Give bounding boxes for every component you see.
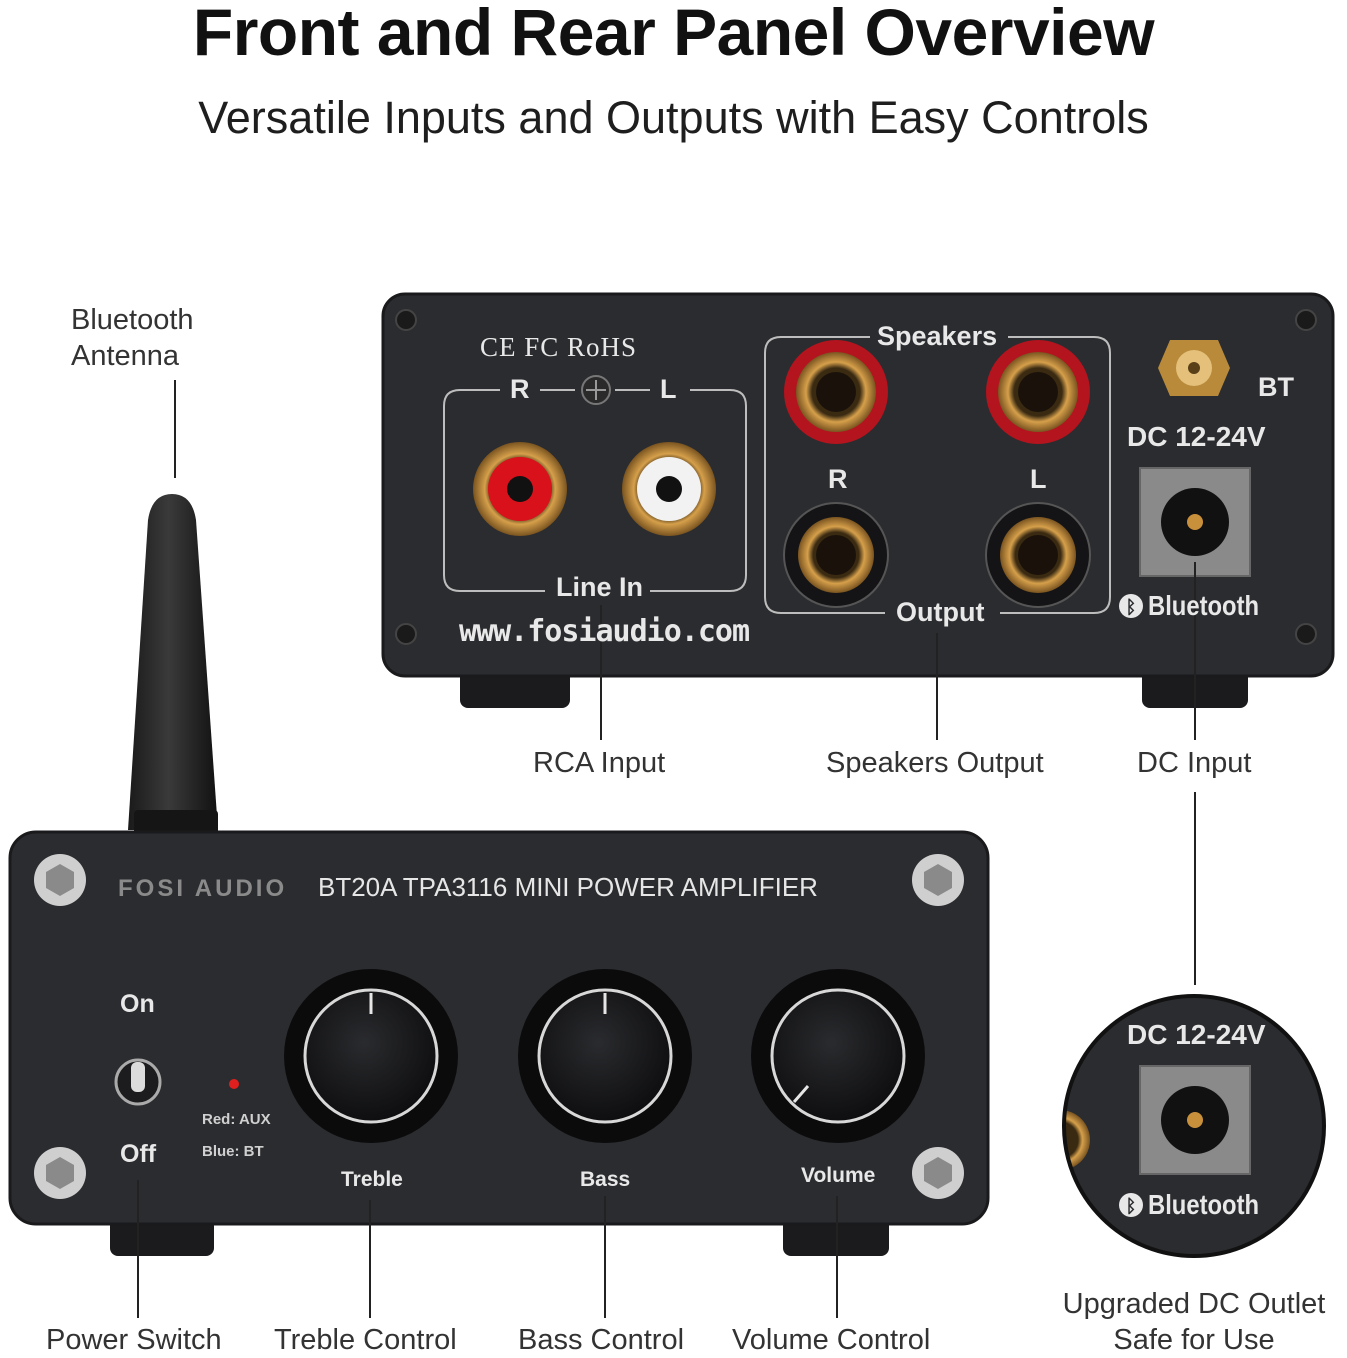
- treble-knob: [284, 969, 458, 1143]
- zoom-dc-voltage-label: DC 12-24V: [1127, 1019, 1266, 1050]
- bass-label: Bass: [580, 1168, 631, 1191]
- dc-voltage-label: DC 12-24V: [1127, 421, 1266, 452]
- led-red-label: Red: AUX: [202, 1111, 271, 1128]
- bluetooth-icon: [1119, 1193, 1143, 1217]
- speakers-frame: [764, 336, 1111, 614]
- callout-treble-control: Treble Control: [274, 1324, 457, 1356]
- on-label: On: [120, 990, 155, 1018]
- speaker-post-black-right: [783, 502, 889, 608]
- line-in-l-label: L: [660, 374, 677, 404]
- line-in-r-label: R: [510, 374, 530, 404]
- bluetooth-label: Bluetooth: [1148, 590, 1260, 621]
- volume-label: Volume: [801, 1164, 876, 1187]
- zoom-bluetooth-label: Bluetooth: [1148, 1189, 1260, 1220]
- speakers-label: Speakers: [877, 321, 998, 351]
- speaker-post-black-left: [985, 502, 1091, 608]
- svg-text:ᛒ: ᛒ: [1126, 597, 1137, 618]
- speaker-r-label: R: [828, 464, 848, 494]
- front-screw: [912, 1147, 964, 1199]
- bass-knob: [518, 969, 692, 1143]
- rear-screw: [1295, 623, 1317, 645]
- front-screw: [34, 854, 86, 906]
- callout-upgraded-line1: Upgraded DC Outlet: [1062, 1288, 1326, 1320]
- status-led: [229, 1079, 239, 1089]
- bt-antenna-connector: [1158, 340, 1230, 396]
- website-label: www.fosiaudio.com: [459, 614, 750, 649]
- speaker-post-red-right: [784, 340, 888, 444]
- callout-upgraded-dc: Upgraded DC Outlet Safe for Use: [1044, 1286, 1344, 1358]
- output-label: Output: [896, 597, 985, 627]
- callout-rca-input: RCA Input: [533, 747, 666, 779]
- model-label: BT20A TPA3116 MINI POWER AMPLIFIER: [318, 872, 818, 902]
- led-blue-label: Blue: BT: [202, 1143, 264, 1160]
- callout-bass-control: Bass Control: [518, 1324, 685, 1356]
- callout-power-switch: Power Switch: [46, 1324, 222, 1356]
- front-screw: [34, 1147, 86, 1199]
- line-in-label: Line In: [556, 572, 643, 602]
- treble-label: Treble: [341, 1168, 403, 1191]
- line-in-frame: [443, 389, 747, 592]
- callout-bt-line1: Bluetooth: [71, 304, 194, 336]
- volume-knob: [751, 969, 925, 1143]
- speaker-l-label: L: [1030, 464, 1047, 494]
- callout-volume-control: Volume Control: [732, 1324, 931, 1356]
- rear-screw: [395, 623, 417, 645]
- callout-speakers-output: Speakers Output: [826, 747, 1044, 779]
- page-subtitle: Versatile Inputs and Outputs with Easy C…: [198, 92, 1149, 143]
- rear-panel: ᛒ: [381, 292, 1335, 708]
- dc-jack: [1139, 467, 1251, 577]
- front-panel: [8, 830, 990, 1256]
- page-title: Front and Rear Panel Overview: [192, 0, 1155, 69]
- callout-dc-input: DC Input: [1137, 747, 1252, 779]
- callout-bluetooth-antenna: Bluetooth Antenna: [71, 302, 194, 374]
- callout-upgraded-line2: Safe for Use: [1113, 1324, 1275, 1356]
- rear-screw: [1295, 309, 1317, 331]
- front-screw: [912, 854, 964, 906]
- speaker-post-red-left: [986, 340, 1090, 444]
- off-label: Off: [120, 1140, 157, 1168]
- cert-marks: CE FC RoHS: [480, 332, 638, 362]
- svg-text:ᛒ: ᛒ: [1126, 1196, 1137, 1217]
- bt-label: BT: [1258, 372, 1294, 402]
- callout-bt-line2: Antenna: [71, 340, 180, 372]
- power-toggle-switch: [114, 1058, 162, 1106]
- bluetooth-antenna: [128, 494, 218, 836]
- brand-logo: FOSI AUDIO: [118, 875, 288, 902]
- dc-zoom-detail: ᛒ: [1062, 994, 1326, 1258]
- bluetooth-icon: [1119, 594, 1143, 618]
- front-chassis: [8, 830, 990, 1226]
- rear-screw: [395, 309, 417, 331]
